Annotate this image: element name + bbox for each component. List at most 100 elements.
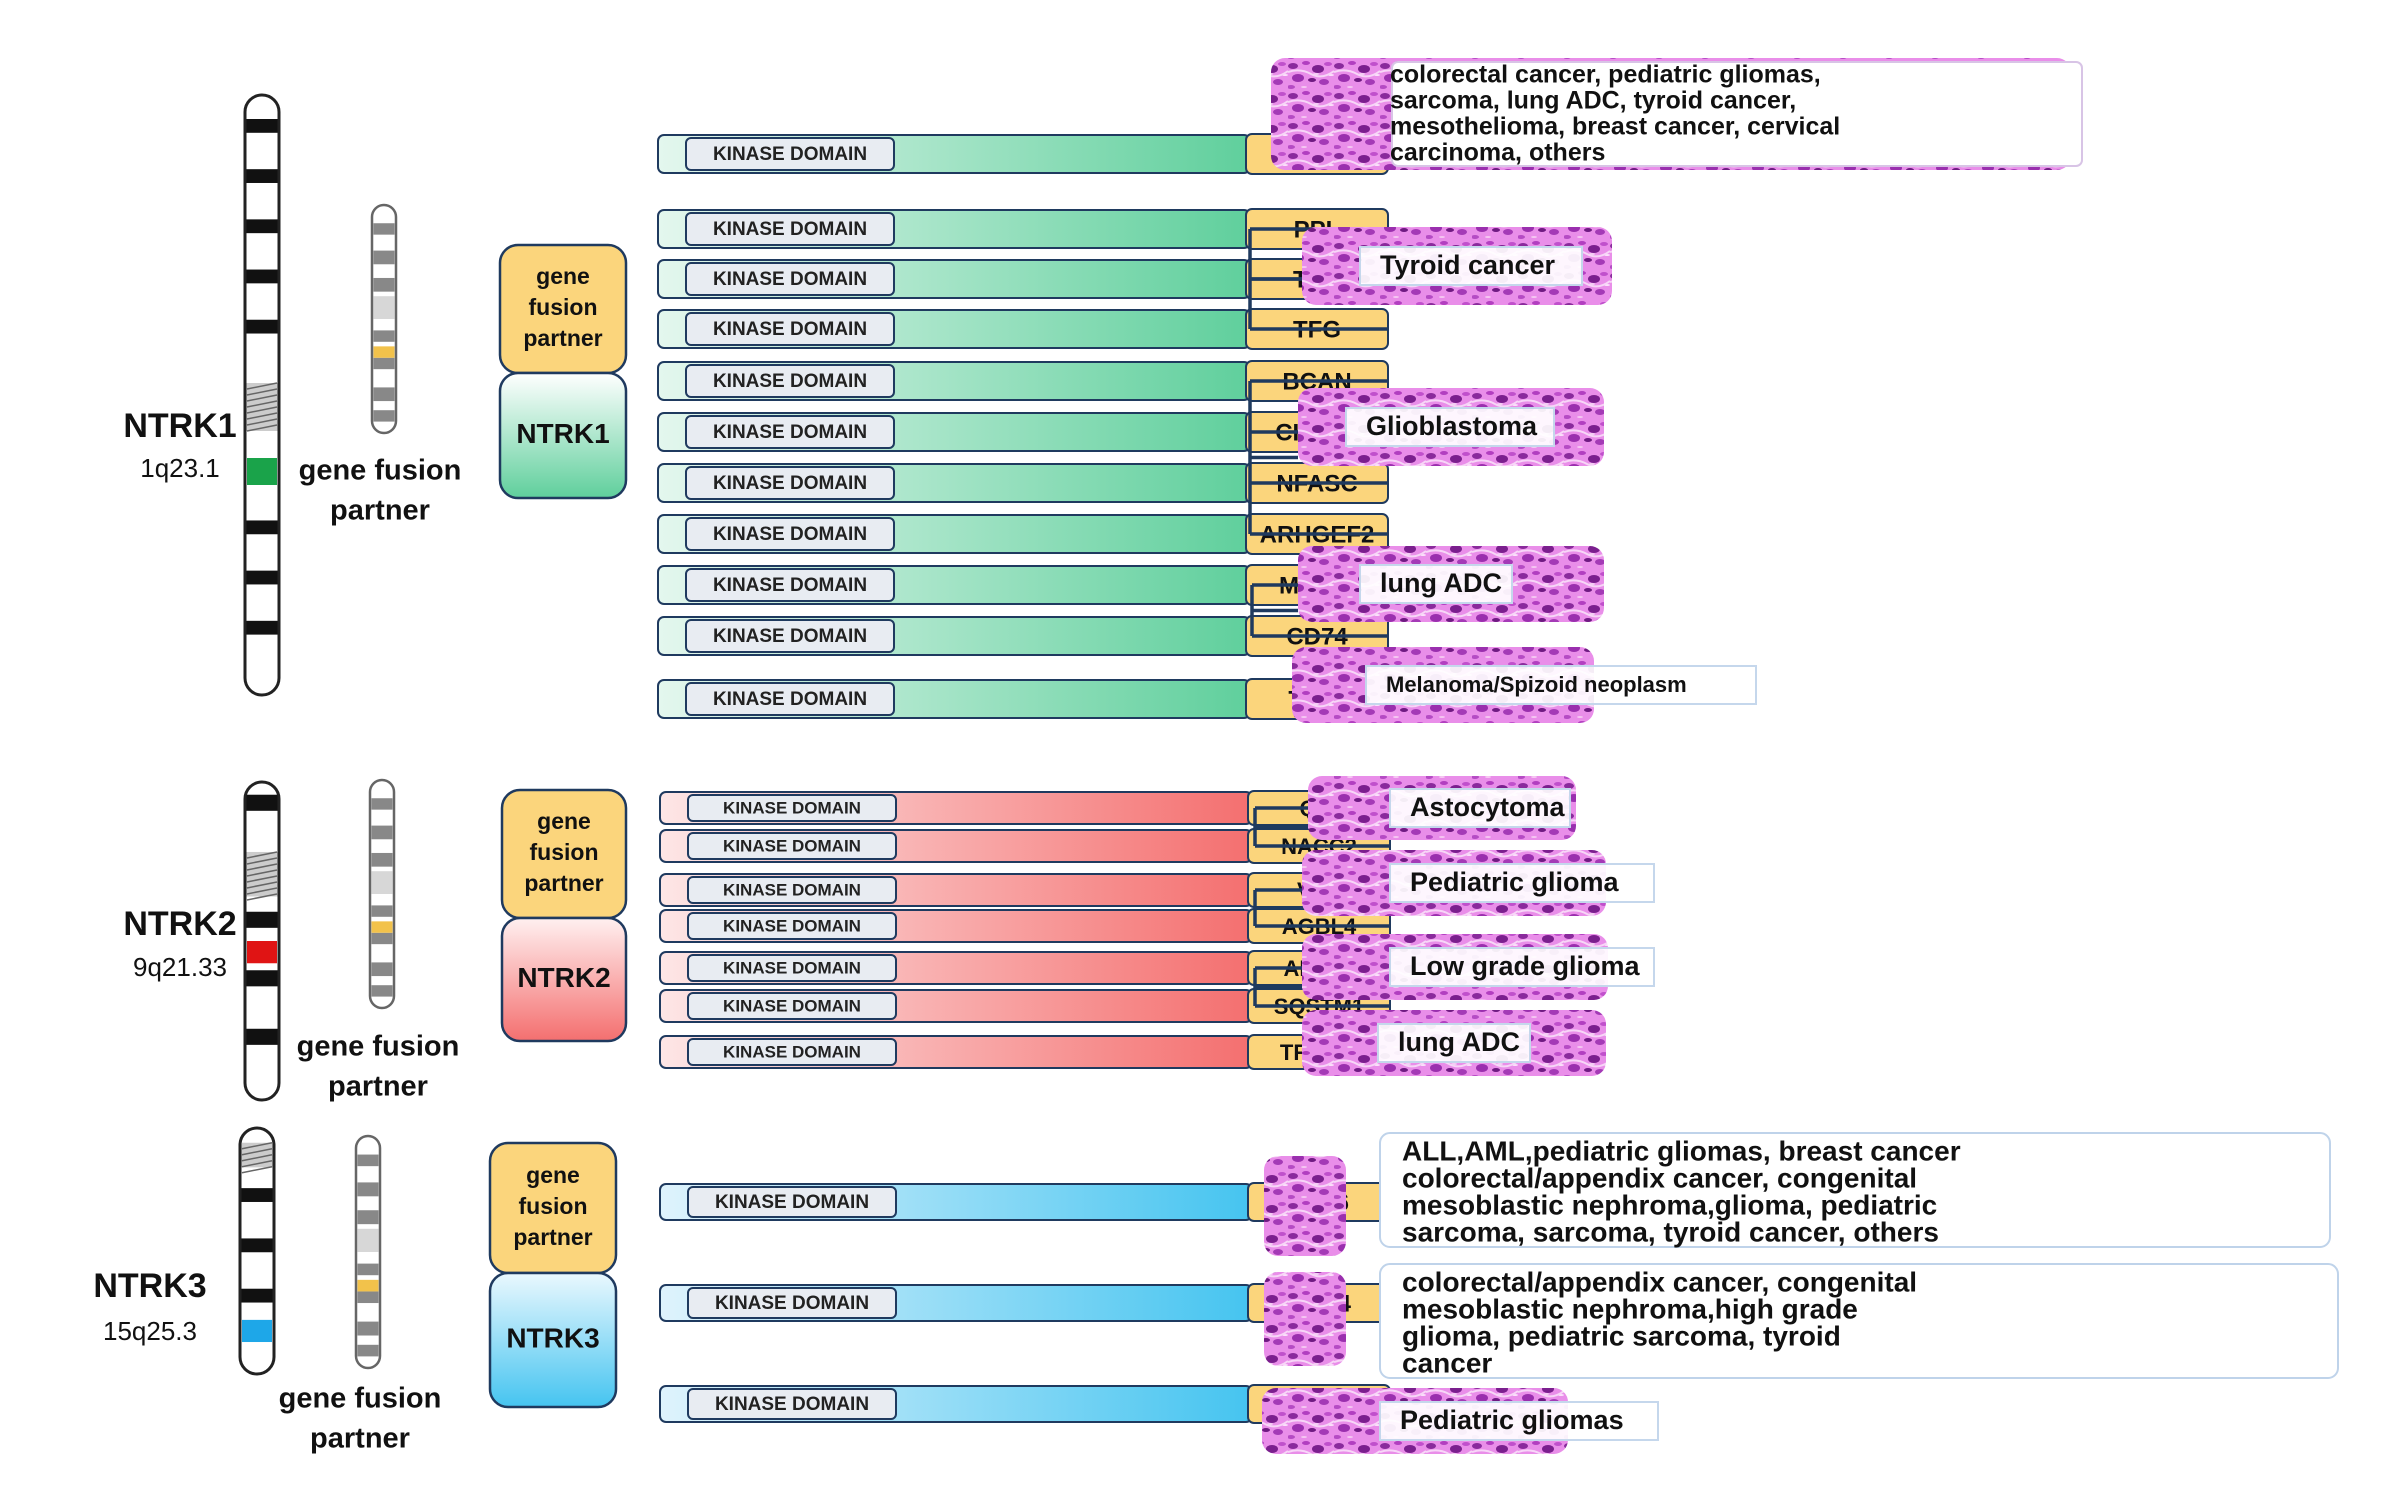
- disease-label-box: [1389, 947, 1655, 987]
- kinase-domain-box: [687, 876, 897, 904]
- ntrk1-ntrk-box: [498, 371, 628, 500]
- centromere-hatch: [246, 394, 278, 402]
- ntrk3-partner-caption-line2: partner: [310, 1423, 410, 1455]
- centromere-hatch: [246, 881, 278, 889]
- disease-label-box: [1365, 665, 1757, 705]
- ntrk3-partner-ideogram: [354, 1134, 382, 1370]
- ntrk3-locus-label: 15q25.3: [103, 1316, 197, 1346]
- ntrk3-fusion-partner-label: partner: [513, 1224, 592, 1250]
- kinase-domain-label: KINASE DOMAIN: [723, 1042, 861, 1061]
- centromere-hatch: [246, 857, 278, 865]
- centromere-hatch: [246, 418, 278, 426]
- disease-label-box: [1389, 863, 1655, 903]
- ntrk2-gene-title: NTRK2: [123, 905, 236, 943]
- disease-text-line: cancer: [1402, 1347, 1492, 1378]
- ntrk1-partner-caption-line2: partner: [330, 495, 430, 527]
- ntrk1-partner-ideogram: [370, 203, 398, 435]
- centromere-hatch: [246, 424, 278, 432]
- centromere-hatch: [246, 887, 278, 895]
- disease-label-box: [1359, 246, 1583, 286]
- partner-centromere: [357, 1228, 379, 1252]
- kinase-domain-box: [687, 1186, 897, 1218]
- kinase-domain-box: [685, 682, 895, 716]
- disease-label-box: [1345, 407, 1555, 447]
- centromere-hatch: [246, 893, 278, 901]
- kinase-domain-box: [687, 832, 897, 860]
- chromosome-band: [246, 520, 278, 535]
- partner-chromosome-band: [371, 905, 393, 917]
- partner-chromosome-band: [373, 223, 395, 235]
- kinase-domain-label: KINASE DOMAIN: [715, 1394, 869, 1415]
- disease-text-line: carcinoma, others: [1390, 139, 1605, 167]
- partner-chromosome-band: [357, 1321, 379, 1336]
- disease-text-line: Tyroid cancer: [1380, 250, 1556, 280]
- partner-chromosome-band: [373, 410, 395, 422]
- partner-centromere: [371, 871, 393, 894]
- chromosome-band: [241, 1188, 273, 1202]
- disease-text-line: sarcoma, sarcoma, tyroid cancer, others: [1402, 1216, 1939, 1247]
- histology-image: [1264, 1272, 1346, 1366]
- kinase-domain-box: [687, 1388, 897, 1420]
- kinase-domain-box: [685, 137, 895, 171]
- kinase-domain-box: [687, 794, 897, 822]
- disease-text-line: lung ADC: [1398, 1027, 1520, 1057]
- disease-text-box: [1391, 61, 2083, 167]
- partner-chromosome-band: [371, 852, 393, 867]
- ntrk3-ntrk-box-label: NTRK3: [506, 1322, 599, 1353]
- kinase-domain-label: KINASE DOMAIN: [713, 524, 867, 545]
- kinase-domain-label: KINASE DOMAIN: [713, 319, 867, 340]
- disease-group: Low grade glioma: [1253, 934, 1655, 1008]
- disease-text-line: mesothelioma, breast cancer, cervical: [1390, 113, 1840, 141]
- kinase-domain-label: KINASE DOMAIN: [723, 798, 861, 817]
- partner-chromosome-band: [371, 825, 393, 840]
- centromere-hatch: [246, 400, 278, 408]
- kinase-domain-box: [685, 364, 895, 398]
- centromere-hatch: [246, 406, 278, 414]
- kinase-domain-label: KINASE DOMAIN: [715, 1192, 869, 1213]
- kinase-domain-label: KINASE DOMAIN: [713, 219, 867, 240]
- centromere-hatch: [241, 1142, 273, 1150]
- centromere-hatch: [246, 875, 278, 883]
- chromosome-band: [246, 794, 278, 811]
- disease-label-box: [1359, 564, 1513, 604]
- chromosome-band: [246, 319, 278, 334]
- centromere-hatch: [246, 851, 278, 859]
- ntrk2-fusion-partner-label: partner: [524, 870, 603, 896]
- ntrk2-chromosome: [243, 780, 281, 1102]
- disease-text-line: sarcoma, lung ADC, tyroid cancer,: [1390, 87, 1796, 115]
- fusion-row: KINASE DOMAINVCL: [659, 872, 1391, 908]
- disease-text-line: Astocytoma: [1410, 792, 1566, 822]
- disease-text-line: Low grade glioma: [1410, 951, 1641, 981]
- disease-group: Tyroid cancer: [1248, 227, 1612, 331]
- partner-chromosome-band: [357, 1210, 379, 1225]
- disease-label-box: [1379, 1401, 1659, 1441]
- chromosome-band: [246, 620, 278, 635]
- disease-group: lung ADC: [1302, 1010, 1606, 1076]
- partner-chromosome-band: [357, 1344, 379, 1357]
- disease-text-line: colorectal/appendix cancer, congenital: [1402, 1266, 1917, 1297]
- partner-chromosome-band: [373, 357, 395, 370]
- ntrk1-ntrk-box-label: NTRK1: [516, 418, 609, 449]
- kinase-domain-label: KINASE DOMAIN: [713, 689, 867, 710]
- ntrk3-ntrk-box: [488, 1271, 618, 1409]
- ntrk2-ntrk-box: [500, 916, 628, 1043]
- partner-chromosome-band: [373, 250, 395, 265]
- disease-text-line: colorectal cancer, pediatric gliomas,: [1390, 61, 1821, 89]
- partner-locus-band: [373, 346, 395, 358]
- kinase-domain-label: KINASE DOMAIN: [713, 422, 867, 443]
- disease-label-box: [1377, 1023, 1531, 1063]
- kinase-domain-box: [687, 912, 897, 940]
- disease-text-box: [1379, 1132, 2331, 1248]
- disease-text-line: colorectal/appendix cancer, congenital: [1402, 1162, 1917, 1193]
- fusion-row: KINASE DOMAINTP53: [657, 678, 1389, 720]
- gene-locus-band: [247, 941, 277, 964]
- kinase-domain-label: KINASE DOMAIN: [713, 144, 867, 165]
- chromosome-band: [246, 269, 278, 284]
- disease-text-line: glioma, pediatric sarcoma, tyroid: [1402, 1320, 1841, 1351]
- kinase-domain-box: [685, 568, 895, 602]
- ntrk3-fusion-partner-label: gene: [526, 1162, 580, 1188]
- chromosome-band: [241, 1238, 273, 1253]
